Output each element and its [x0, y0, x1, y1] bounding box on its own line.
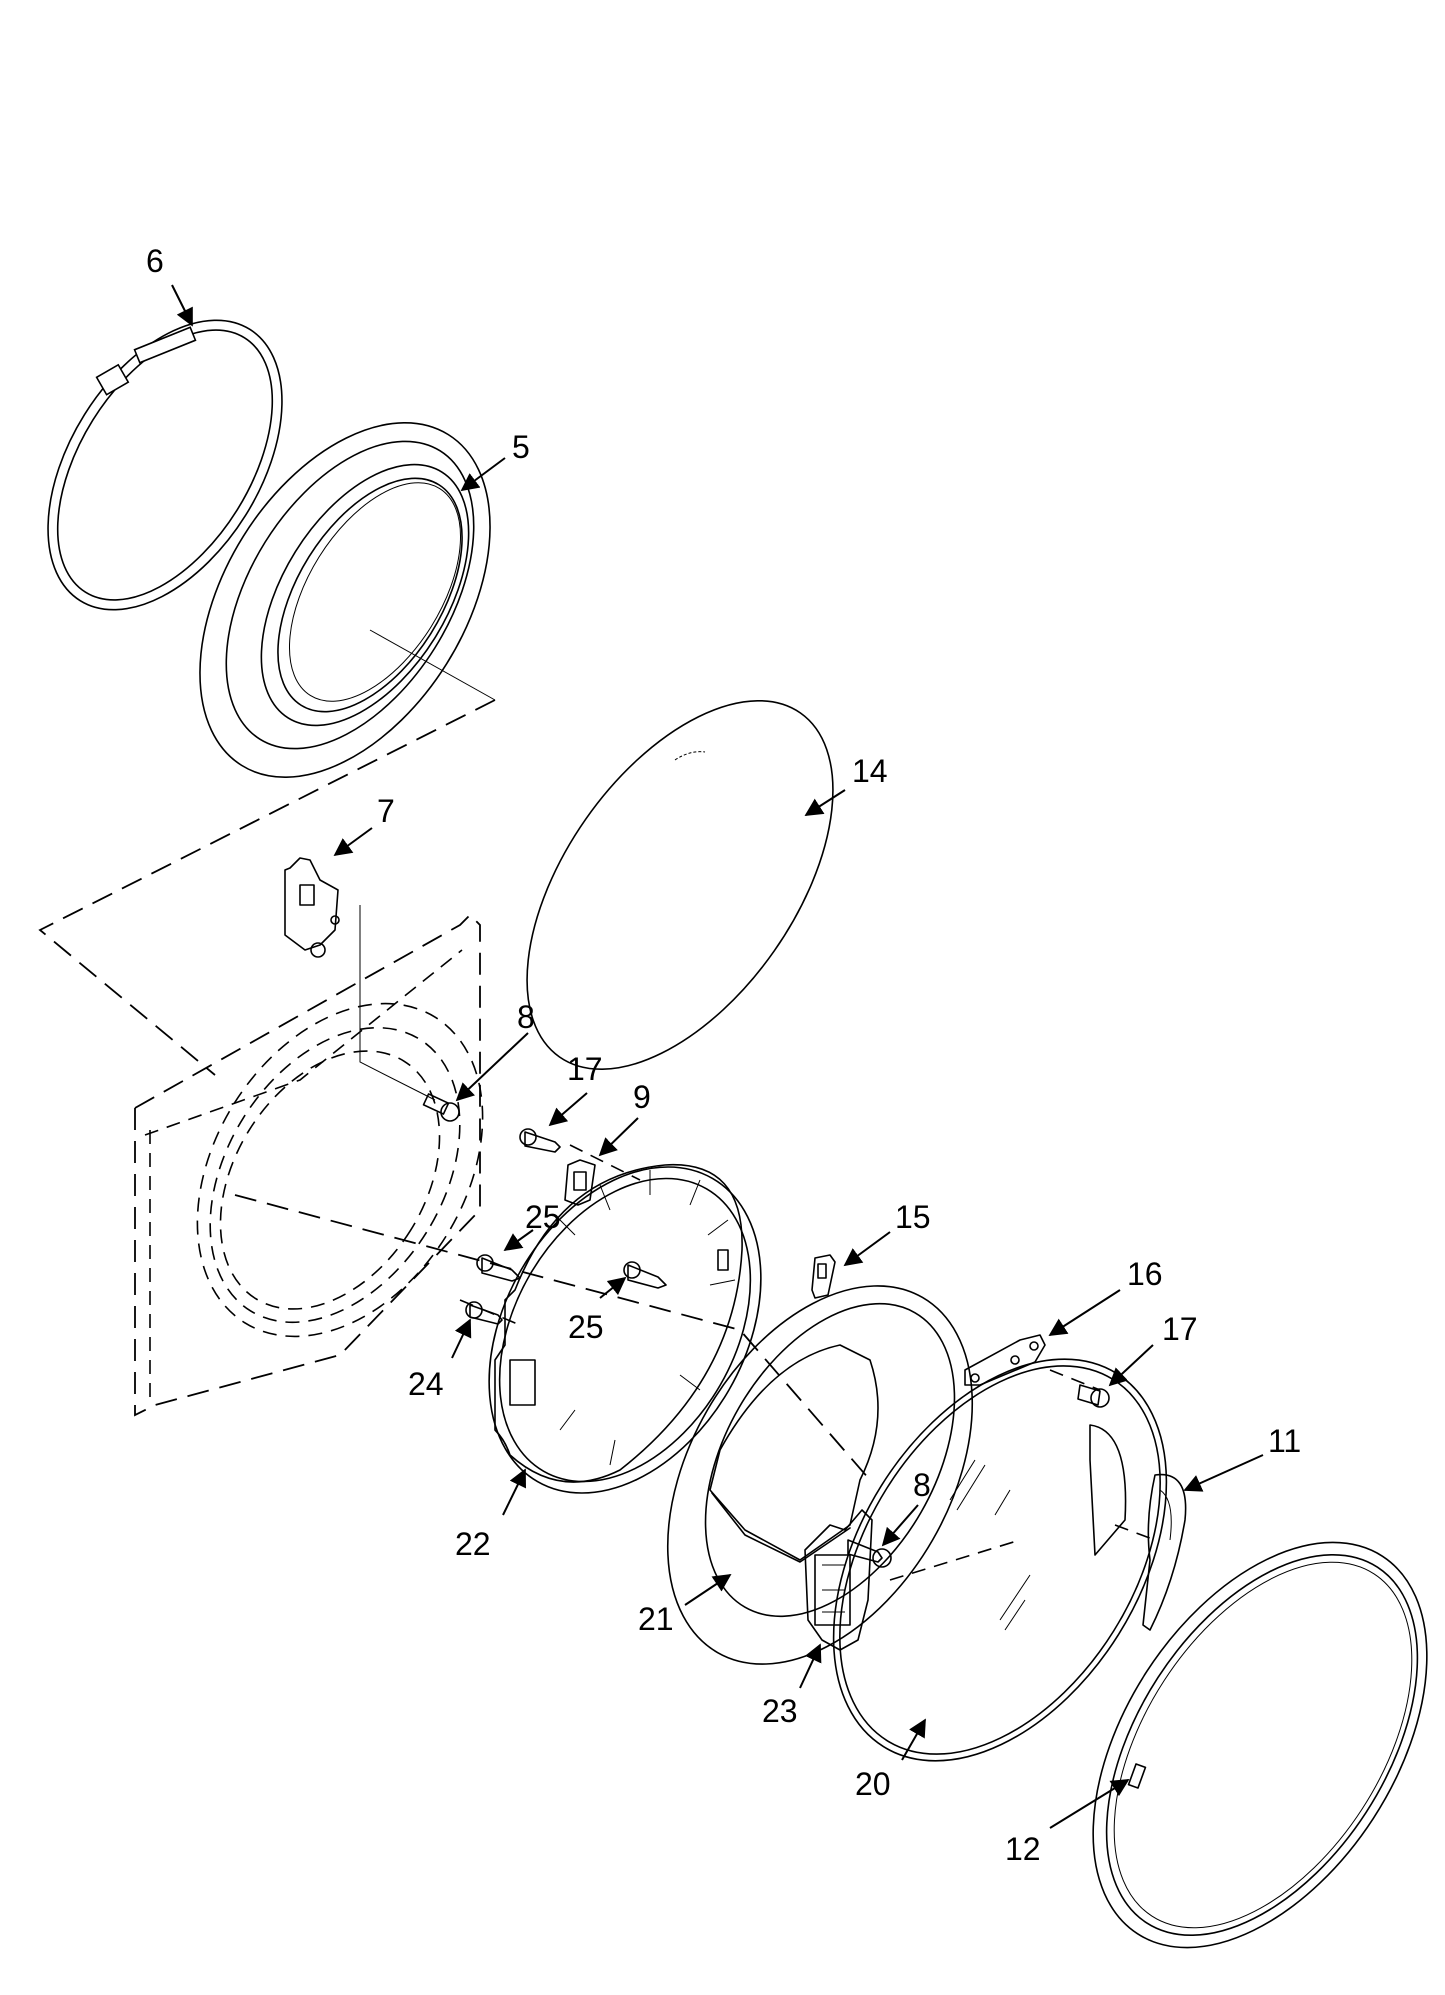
- door-handle: [1142, 1473, 1187, 1631]
- door-hinge: [804, 1509, 873, 1651]
- screw-17-upper: [519, 1128, 561, 1153]
- callout-14: 14: [852, 753, 888, 789]
- callout-5: 5: [512, 429, 530, 465]
- screw-25-right: [623, 1261, 667, 1289]
- callout-16: 16: [1127, 1256, 1163, 1292]
- callout-23: 23: [762, 1693, 798, 1729]
- callout-7: 7: [377, 793, 395, 829]
- wire-ring: [526, 699, 834, 1071]
- hinge-clip: [811, 1254, 836, 1299]
- callout-24: 24: [408, 1366, 444, 1402]
- screw-25-left: [476, 1254, 521, 1282]
- callout-6: 6: [146, 243, 164, 279]
- callout-11: 11: [1268, 1423, 1301, 1459]
- inner-door-glass: [666, 1285, 974, 1665]
- callout-25-left: 25: [525, 1199, 561, 1235]
- screw-17-lower: [1077, 1384, 1110, 1408]
- callout-9: 9: [633, 1079, 651, 1115]
- screw-8-upper: [422, 1093, 460, 1122]
- callout-15: 15: [895, 1199, 931, 1235]
- cabinet-front-outline: [38, 699, 1156, 1581]
- callout-12: 12: [1005, 1831, 1041, 1867]
- callout-leaders: [171, 284, 1264, 1829]
- door-bellows: [199, 422, 496, 778]
- callout-17-lower: 17: [1162, 1311, 1198, 1347]
- clamp-ring: [47, 319, 283, 611]
- inner-door-frame: [488, 1163, 762, 1494]
- hinge-plate: [964, 1334, 1046, 1386]
- screw-8-lower: [847, 1539, 892, 1568]
- callout-17-upper: 17: [567, 1051, 603, 1087]
- callout-labels: 6 5 14 7 8 17 9 25 25 24 15 16 17 11 22 …: [146, 243, 1301, 1867]
- callout-21: 21: [638, 1601, 674, 1637]
- callout-22: 22: [455, 1526, 491, 1562]
- callout-20: 20: [855, 1766, 891, 1802]
- callout-8-lower: 8: [913, 1467, 931, 1503]
- outer-door-trim-ring: [1092, 1541, 1428, 1949]
- screw-24: [465, 1301, 503, 1325]
- callout-25-right: 25: [568, 1309, 604, 1345]
- strike-clip: [564, 1159, 596, 1206]
- latch-bracket: [284, 857, 340, 958]
- callout-8-upper: 8: [517, 999, 535, 1035]
